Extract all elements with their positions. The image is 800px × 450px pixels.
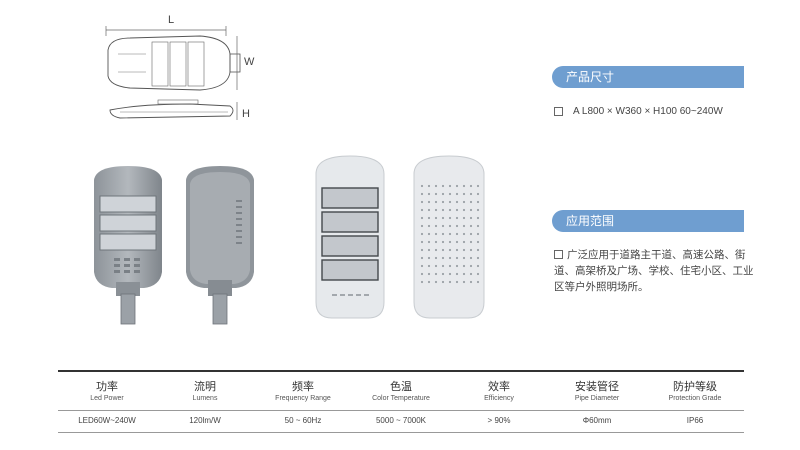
size-section-header: 产品尺寸 <box>552 66 744 88</box>
spec-column-power: 功率 Led Power LED60W~240W <box>58 370 156 425</box>
spec-header-zh: 色温 <box>390 380 412 393</box>
table-middle-rule <box>58 410 744 411</box>
spec-header-en: Lumens <box>192 395 218 402</box>
spec-value: > 90% <box>487 416 511 425</box>
application-section-title: 应用范围 <box>566 214 615 228</box>
size-spec-text: A L800 × W360 × H100 60~240W <box>573 106 723 117</box>
spec-value: 120lm/W <box>189 416 221 425</box>
size-spec: A L800 × W360 × H100 60~240W <box>554 106 723 117</box>
checkbox-icon <box>554 249 563 259</box>
application-section-header: 应用范围 <box>552 210 744 232</box>
spec-header-zh: 效率 <box>488 380 510 393</box>
length-label: L <box>168 14 175 26</box>
lamp-white-back-image <box>408 152 490 328</box>
spec-value: 50 ~ 60Hz <box>284 416 322 425</box>
spec-header-zh: 防护等级 <box>673 380 717 393</box>
spec-value: 5000 ~ 7000K <box>375 416 427 425</box>
checkbox-icon <box>554 106 563 116</box>
width-label: W <box>244 56 255 68</box>
spec-header-zh: 频率 <box>292 380 314 393</box>
size-section-title: 产品尺寸 <box>566 70 615 84</box>
table-top-rule <box>58 370 744 372</box>
dimension-drawing: L W H <box>100 14 260 132</box>
lamp-gray-front-image <box>88 160 168 334</box>
height-label: H <box>242 108 250 120</box>
spec-column-lumens: 流明 Lumens 120lm/W <box>156 370 254 425</box>
spec-column-efficiency: 效率 Efficiency > 90% <box>450 370 548 425</box>
spec-header-en: Efficiency <box>484 395 514 402</box>
spec-value: Φ60mm <box>582 416 612 425</box>
lamp-white-front-image <box>310 152 390 328</box>
spec-value: IP66 <box>686 416 704 425</box>
spec-column-pipe-diameter: 安装管径 Pipe Diameter Φ60mm <box>548 370 646 425</box>
table-bottom-rule <box>58 432 744 433</box>
spec-header-en: Protection Grade <box>668 395 722 402</box>
spec-column-protection-grade: 防护等级 Protection Grade IP66 <box>646 370 744 425</box>
spec-column-frequency: 频率 Frequency Range 50 ~ 60Hz <box>254 370 352 425</box>
spec-header-zh: 流明 <box>194 380 216 393</box>
lamp-gray-back-image <box>180 160 260 334</box>
spec-header-zh: 功率 <box>96 380 118 393</box>
application-description: 广泛应用于道路主干道、高速公路、街道、高架桥及广场、学校、住宅小区、工业区等户外… <box>554 249 754 293</box>
dimension-sketch <box>105 26 241 120</box>
spec-header-en: Pipe Diameter <box>574 395 620 402</box>
spec-value: LED60W~240W <box>78 416 136 425</box>
application-text: 广泛应用于道路主干道、高速公路、街道、高架桥及广场、学校、住宅小区、工业区等户外… <box>554 247 754 295</box>
spec-header-zh: 安装管径 <box>575 380 619 393</box>
spec-header-en: Frequency Range <box>275 395 331 402</box>
spec-header-en: Led Power <box>90 395 124 402</box>
spec-header-en: Color Temperature <box>372 395 430 402</box>
spec-column-color-temperature: 色温 Color Temperature 5000 ~ 7000K <box>352 370 450 425</box>
